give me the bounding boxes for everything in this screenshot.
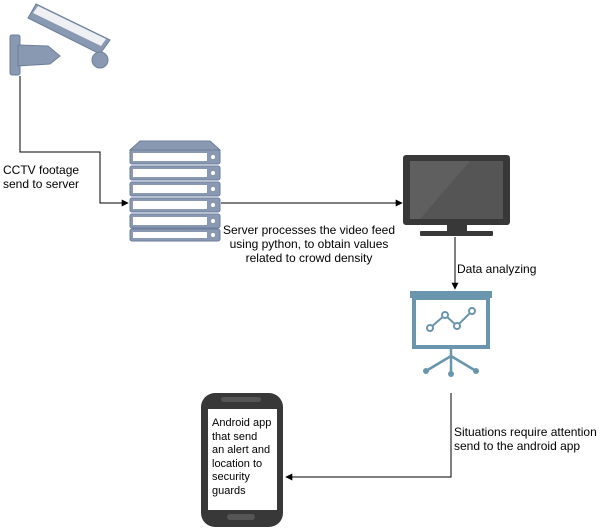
label-cctv-to-server: CCTV footage send to server <box>3 163 80 191</box>
edge-chart-to-phone <box>285 393 452 481</box>
label-monitor-to-chart: Data analyzing <box>457 262 537 276</box>
server-rack-icon <box>128 140 222 242</box>
smartphone-icon <box>201 393 283 527</box>
label-chart-to-phone: Situations require attention send to the… <box>454 425 597 453</box>
cctv-camera-icon <box>9 3 111 76</box>
monitor-icon <box>403 155 510 236</box>
phone-screen-text: Android app that send an alert and locat… <box>212 417 272 497</box>
edge-cctv-to-server <box>19 76 129 207</box>
label-server-to-monitor: Server processes the video feed using py… <box>222 223 396 265</box>
presentation-chart-icon <box>410 291 492 377</box>
